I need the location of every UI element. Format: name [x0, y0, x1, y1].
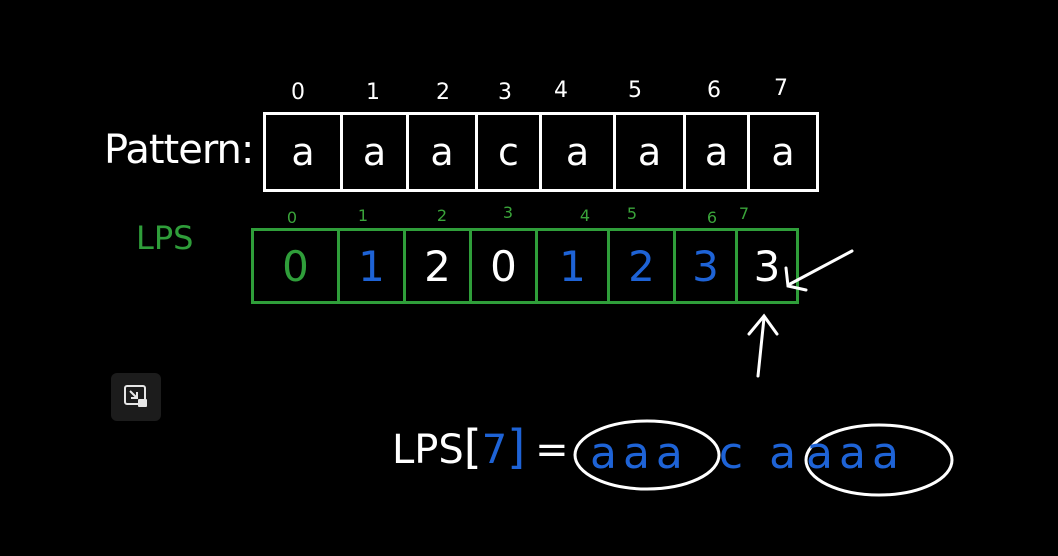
middle-group: c a: [718, 428, 803, 479]
suffix-group: aaa: [806, 428, 905, 479]
pattern-cell: a: [542, 115, 616, 189]
pattern-cell: a: [343, 115, 409, 189]
pattern-cell: a: [771, 130, 795, 174]
lps-index: 0: [286, 208, 298, 227]
pattern-index: 4: [554, 78, 568, 103]
formula-rhs: aaa c aaaa: [590, 432, 905, 476]
formula-equals: =: [535, 427, 569, 473]
lps-cell: 3: [753, 241, 781, 291]
pattern-cell: a: [409, 115, 478, 189]
pattern-index: 3: [498, 80, 512, 105]
pattern-cell: a: [616, 115, 686, 189]
suffix-ellipse: [804, 423, 954, 497]
diagonal-arrow: [784, 249, 854, 292]
prefix-ellipse: [573, 419, 721, 491]
lps-cell: 0: [472, 231, 538, 301]
lps-index: 2: [436, 206, 448, 225]
lps-index: 1: [357, 206, 369, 225]
up-arrow: [747, 313, 779, 378]
pattern-cell: c: [478, 115, 542, 189]
pattern-label: Pattern:: [104, 127, 254, 173]
pattern-cell: a: [266, 115, 343, 189]
pattern-index: 5: [628, 78, 642, 103]
lps-table: 0 1 2 0 1 2 3 3: [251, 228, 799, 304]
pattern-cell: a: [686, 115, 750, 189]
lps-cell: 1: [538, 231, 610, 301]
lps-index: 4: [579, 206, 591, 225]
pattern-index: 2: [436, 80, 450, 105]
lps-index: 3: [502, 203, 514, 222]
formula-lhs: LPS[7]=: [392, 424, 569, 470]
prefix-group: aaa: [590, 428, 689, 479]
pattern-index: 0: [291, 80, 305, 105]
pattern-index: 6: [707, 78, 721, 103]
formula-lps-text: LPS: [392, 427, 464, 473]
lps-index: 5: [626, 204, 638, 223]
lps-label: LPS: [136, 219, 194, 257]
picture-in-picture-icon: [124, 385, 147, 407]
formula-open-bracket: [: [463, 420, 482, 474]
lps-cell: 2: [610, 231, 676, 301]
pattern-index: 1: [366, 80, 380, 105]
lps-cell: 3: [676, 231, 738, 301]
expand-button[interactable]: [111, 373, 161, 421]
formula-index: 7: [481, 427, 508, 473]
lps-cell: 1: [340, 231, 406, 301]
formula-close-bracket: ]: [507, 420, 526, 474]
pattern-index: 7: [774, 76, 788, 101]
lps-cell: 2: [406, 231, 472, 301]
pattern-table: a a a c a a a a: [263, 112, 819, 192]
lps-cell: 0: [254, 231, 340, 301]
lps-index: 7: [738, 204, 750, 223]
lps-index: 6: [706, 208, 718, 227]
